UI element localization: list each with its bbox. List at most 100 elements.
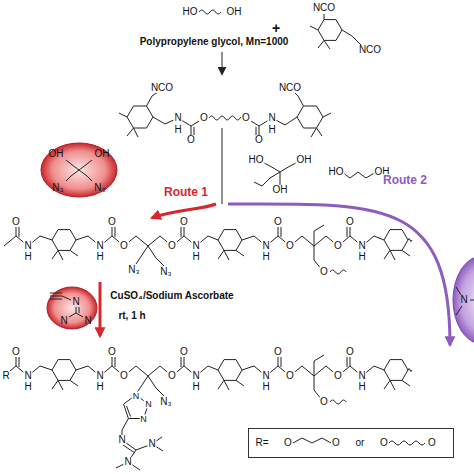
atom-label: N [261, 241, 270, 251]
atom-label: O [285, 241, 295, 251]
bonds [191, 126, 259, 140]
atom-label: N [95, 241, 104, 251]
atom-label: H [191, 382, 200, 392]
node-text: O [332, 438, 340, 448]
atom-label: O [179, 217, 189, 227]
condition-text: + [271, 21, 281, 35]
atom-label: H [95, 252, 104, 262]
atom-label: N [357, 371, 366, 381]
atom-label: O [107, 217, 117, 227]
node-text: or [356, 438, 365, 448]
reagent-ellipse-shape [66, 160, 92, 181]
atom-label: HO [328, 167, 345, 177]
bonds [127, 106, 153, 128]
condition-text: Polypropylene glycol, Mn=1000 [139, 37, 290, 47]
atom-label: N [191, 241, 200, 251]
bonds [384, 250, 410, 260]
atom-label: OH [296, 155, 313, 165]
atom-label: N [357, 241, 366, 251]
atom-label: R [1, 371, 10, 381]
atom-label: NCO [312, 3, 336, 13]
atom-label: O [179, 347, 189, 357]
bonds [119, 92, 331, 137]
atom-label: NCO [150, 83, 174, 93]
bonds [116, 406, 163, 470]
bonds [222, 128, 223, 204]
atom-label: O [241, 113, 251, 123]
node-text: O [284, 438, 292, 448]
atom-label: H [261, 252, 270, 262]
bonds [310, 14, 362, 49]
atom-label: NCO [358, 45, 382, 55]
atom-label: O [119, 241, 129, 251]
node-text: OH [49, 149, 64, 159]
node-text: O [428, 438, 436, 448]
node-text: OH [95, 149, 110, 159]
bonds [136, 246, 164, 266]
substituent-box: R= O Oor O O [248, 428, 454, 458]
atom-label: N [147, 439, 156, 449]
bonds [384, 230, 408, 251]
node-text: N [60, 316, 67, 326]
bonds [408, 239, 412, 242]
atom-label: H [23, 382, 32, 392]
node-text: N₃ [94, 183, 105, 193]
bonds [209, 116, 245, 120]
reagent-ellipse: N [452, 255, 474, 345]
condition-text: CuSO₄/Sodium Ascorbate [109, 291, 234, 301]
bonds [318, 20, 342, 41]
bonds [52, 230, 76, 251]
bonds [99, 282, 102, 336]
atom-label: O [345, 347, 355, 357]
bonds [4, 10, 450, 470]
reagent-ellipse-shape [50, 293, 83, 317]
bonds [199, 10, 221, 14]
atom-label: H [173, 125, 182, 135]
reagent-ellipse: OH OH N₃ N₃ [40, 142, 118, 198]
atom-label: O [11, 347, 21, 357]
atom-label: N [23, 241, 32, 251]
node-text: O [380, 438, 388, 448]
atom-label: N [132, 392, 141, 401]
reagent-ellipse-shape [41, 143, 117, 197]
node-text: N₃ [52, 183, 63, 193]
atom-label: N₃ [127, 265, 140, 275]
reagent-ellipse-shape [456, 287, 474, 315]
atom-label: H [357, 252, 366, 262]
node-text: R= [255, 438, 268, 448]
reagent-ellipse-shape [453, 256, 474, 344]
atom-label: N [173, 113, 182, 123]
atom-label: O [333, 371, 343, 381]
atom-label: N [117, 435, 126, 445]
condition-text: rt, 1 h [117, 311, 146, 321]
atom-label: O [319, 267, 329, 277]
atom-label: H [267, 125, 276, 135]
atom-label: O [285, 371, 295, 381]
reagent-ellipse-shape [47, 287, 97, 329]
atom-label: O [345, 217, 355, 227]
atom-label: N [144, 400, 153, 409]
atom-label: H [261, 382, 270, 392]
node-text: N [72, 297, 79, 307]
atom-label: O [273, 347, 283, 357]
bonds [218, 250, 244, 260]
node-text: N [460, 295, 467, 305]
atom-label: O [254, 135, 264, 145]
atom-label: O [167, 371, 177, 381]
atom-label: H [23, 252, 32, 262]
atom-label: O [11, 217, 21, 227]
atom-label: N [139, 414, 148, 423]
atom-label: OH [226, 7, 243, 17]
atom-label: O [319, 397, 329, 407]
reagent-ellipse: NNN [46, 286, 98, 330]
atom-label: N [261, 371, 270, 381]
atom-label: N [95, 371, 104, 381]
bonds [152, 204, 216, 218]
atom-label: H [191, 252, 200, 262]
bonds [218, 230, 242, 251]
atom-label: H [357, 382, 366, 392]
atom-label: O [199, 113, 209, 123]
atom-label: HO [248, 155, 265, 165]
